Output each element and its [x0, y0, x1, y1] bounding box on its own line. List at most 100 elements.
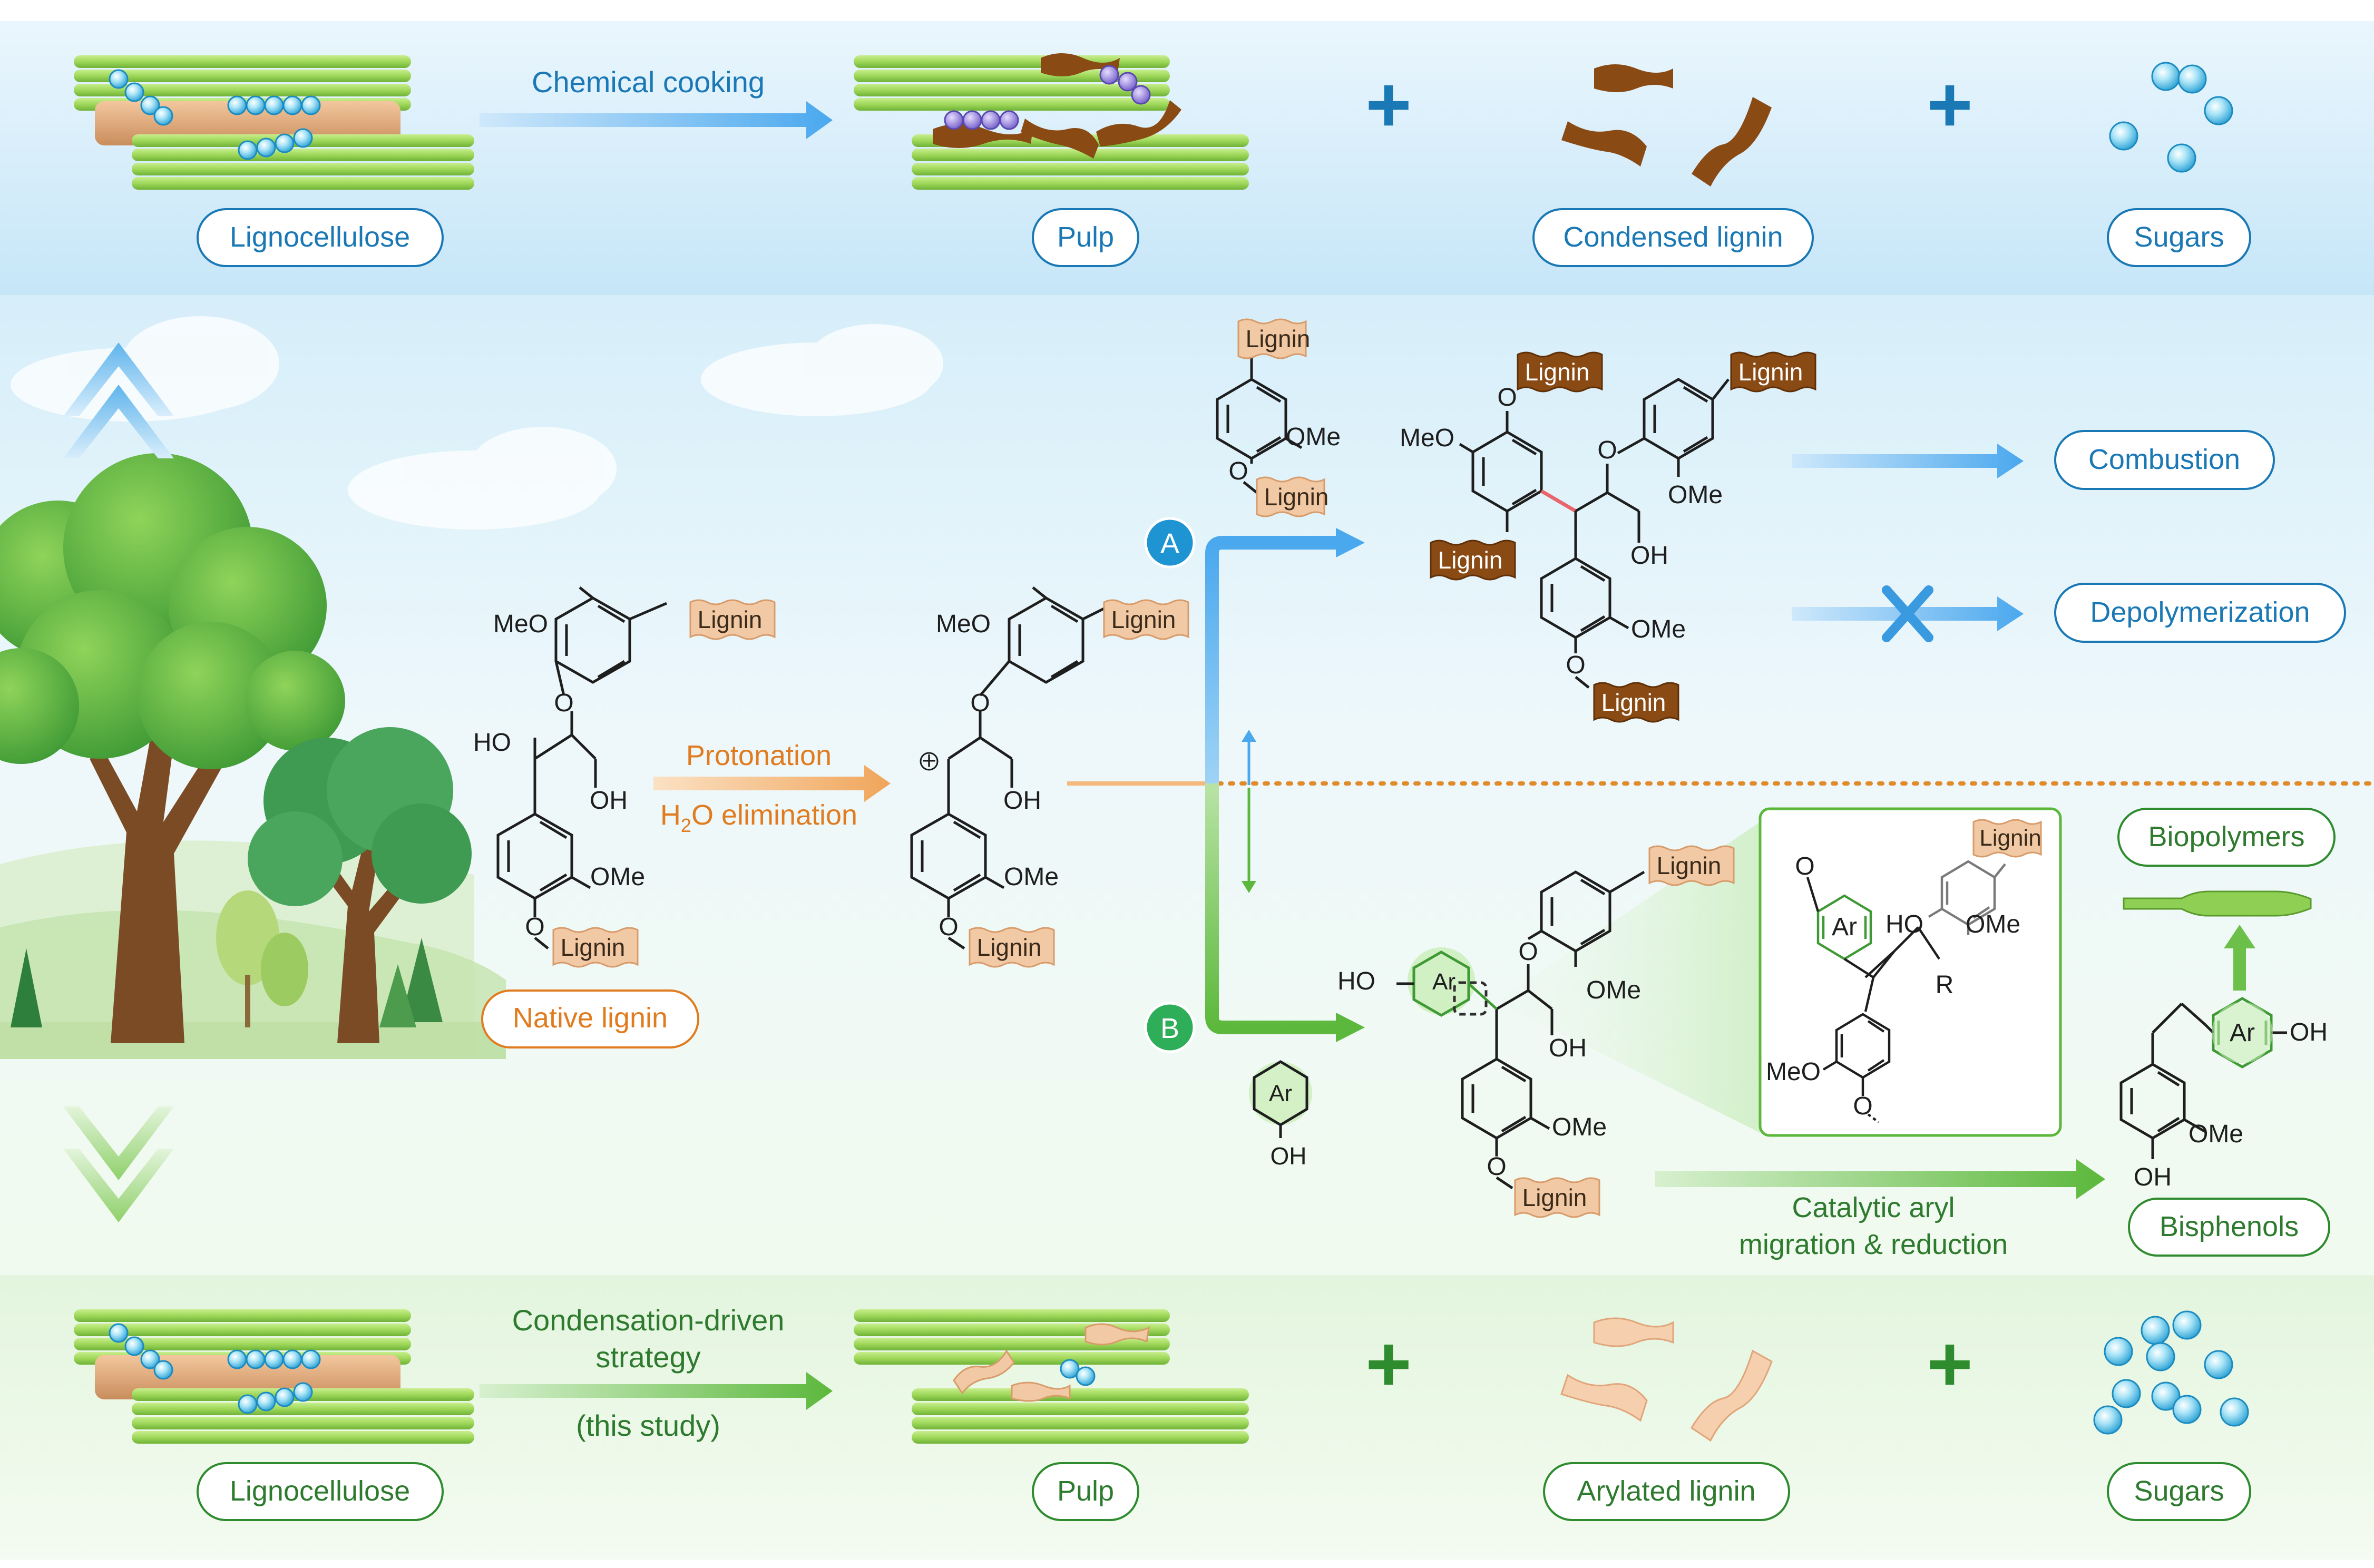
bottom-plus-1: +	[1365, 1319, 1412, 1408]
biopolymer-strip-icon	[2123, 890, 2312, 917]
svg-text:Arylated lignin: Arylated lignin	[1577, 1475, 1755, 1507]
bottom-plus-2: +	[1927, 1319, 1973, 1408]
intermediate-inset: O Ar R MeO O HO OMe Lignin	[1758, 807, 2062, 1137]
donor-tag-2: Lignin	[1256, 476, 1329, 517]
top-lignocellulose-bundle	[74, 55, 474, 190]
depolymerization-label: Depolymerization	[2054, 583, 2346, 643]
clouds	[11, 316, 943, 530]
svg-text:Lignin: Lignin	[1111, 606, 1176, 633]
svg-text:O: O	[1853, 1092, 1872, 1120]
svg-text:Sugars: Sugars	[2134, 1475, 2224, 1507]
svg-text:O: O	[1518, 938, 1538, 966]
svg-text:Depolymerization: Depolymerization	[2090, 596, 2310, 628]
arylated-product-tag-2: Lignin	[1514, 1177, 1600, 1218]
svg-text:B: B	[1160, 1013, 1179, 1044]
top-process-label: Chemical cooking	[532, 65, 765, 99]
combustion-arrow	[1792, 444, 2024, 478]
bisphenol-aryl-highlight	[2212, 1002, 2273, 1063]
svg-text:OMe: OMe	[1966, 910, 2020, 938]
svg-text:Lignin: Lignin	[977, 934, 1042, 961]
elimination-label: H2O elimination	[660, 799, 857, 836]
svg-text:Lignin: Lignin	[1738, 358, 1803, 386]
svg-text:Lignin: Lignin	[1601, 689, 1666, 716]
svg-text:Lignin: Lignin	[698, 606, 763, 633]
svg-text:O: O	[1566, 651, 1585, 679]
svg-text:Lignin: Lignin	[1657, 852, 1722, 879]
top-label-condensed-lignin: Condensed lignin	[1532, 208, 1814, 267]
top-label-pulp: Pulp	[1032, 208, 1139, 267]
svg-text:HO: HO	[473, 729, 511, 757]
phenol-donor-structure: Ar OH	[1249, 1060, 1312, 1170]
top-pulp-bundle	[854, 53, 1249, 190]
condensed-product-tag-4: Lignin	[1593, 682, 1679, 723]
zoom-wedge	[1497, 822, 1760, 1133]
path-a-badge: A	[1144, 517, 1196, 569]
biopolymers-label: Biopolymers	[2117, 808, 2336, 867]
svg-text:OH: OH	[1271, 1142, 1307, 1170]
path-b-arrowhead	[1336, 1013, 1365, 1042]
svg-text:O: O	[939, 913, 958, 941]
top-plus-2: +	[1927, 60, 1973, 149]
svg-text:Lignocellulose: Lignocellulose	[230, 221, 410, 253]
svg-text:O: O	[1228, 457, 1248, 485]
svg-text:O: O	[1795, 852, 1814, 880]
path-b-badge: B	[1144, 1002, 1196, 1053]
carbocation-tag-2: Lignin	[969, 927, 1055, 968]
svg-text:Lignin: Lignin	[1979, 825, 2041, 851]
bisphenols-label: Bisphenols	[2128, 1198, 2330, 1257]
condensed-product-tag-1: Lignin	[1517, 351, 1603, 393]
svg-text:OMe: OMe	[1552, 1113, 1607, 1141]
svg-text:OMe: OMe	[2189, 1120, 2243, 1148]
svg-text:Ar: Ar	[1832, 913, 1857, 941]
catalytic-arrow	[1655, 1159, 2105, 1199]
svg-text:Lignin: Lignin	[1525, 358, 1590, 386]
bottom-process-label-2: strategy	[595, 1340, 700, 1374]
top-sugars-icon	[2109, 62, 2233, 173]
svg-text:Pulp: Pulp	[1057, 1475, 1114, 1507]
svg-text:MeO: MeO	[1766, 1058, 1821, 1086]
svg-text:OMe: OMe	[590, 863, 645, 891]
top-plus-1: +	[1365, 60, 1412, 149]
svg-text:Lignin: Lignin	[1246, 325, 1311, 352]
svg-text:R: R	[1936, 971, 1954, 999]
combustion-label: Combustion	[2054, 430, 2275, 490]
svg-text:O: O	[554, 689, 573, 717]
tree-large	[0, 453, 345, 1043]
svg-text:Combustion: Combustion	[2088, 444, 2240, 475]
bottom-lignocellulose-bundle	[74, 1309, 474, 1444]
svg-text:OH: OH	[2290, 1018, 2328, 1046]
bottom-process-label-1: Condensation-driven	[512, 1304, 785, 1337]
svg-text:Lignocellulose: Lignocellulose	[230, 1475, 410, 1507]
svg-text:OMe: OMe	[1286, 423, 1341, 451]
svg-text:OMe: OMe	[1586, 976, 1641, 1004]
equilibrium-arrow	[1242, 730, 1256, 893]
svg-text:Ar: Ar	[1269, 1081, 1292, 1106]
svg-text:OMe: OMe	[1631, 615, 1686, 643]
bottom-pulp-bundle	[854, 1309, 1249, 1444]
svg-text:Lignin: Lignin	[1522, 1184, 1587, 1211]
arylated-product-labels: HO O OMe OH OMe O	[1337, 938, 1641, 1181]
donor-structure	[1216, 358, 1303, 494]
bottom-label-lignocellulose: Lignocellulose	[197, 1462, 444, 1521]
carbocation-labels: MeO O + OH OMe O	[922, 610, 1059, 941]
svg-text:Condensed lignin: Condensed lignin	[1563, 221, 1783, 253]
svg-text:OH: OH	[1549, 1034, 1587, 1062]
svg-text:Lignin: Lignin	[1264, 483, 1329, 511]
svg-text:Sugars: Sugars	[2134, 221, 2224, 253]
svg-text:HO: HO	[1885, 910, 1923, 938]
svg-text:OH: OH	[1630, 542, 1668, 570]
donor-labels: OMe O	[1228, 423, 1341, 485]
condensed-product-structure	[1459, 378, 1730, 689]
native-lignin-tag-2: Lignin	[552, 927, 639, 968]
arylated-product-tag-1: Lignin	[1648, 845, 1735, 886]
bottom-label-arylated-lignin: Arylated lignin	[1543, 1462, 1790, 1521]
carbocation-structure	[910, 586, 1110, 950]
svg-text:O: O	[970, 689, 990, 717]
svg-text:Pulp: Pulp	[1057, 221, 1114, 253]
svg-text:OH: OH	[2134, 1163, 2172, 1191]
chevron-up-icon	[63, 342, 174, 458]
svg-text:OMe: OMe	[1668, 481, 1723, 509]
native-lignin-structure	[496, 586, 667, 949]
chevron-down-icon	[63, 1106, 174, 1222]
svg-text:Native lignin: Native lignin	[513, 1002, 668, 1034]
